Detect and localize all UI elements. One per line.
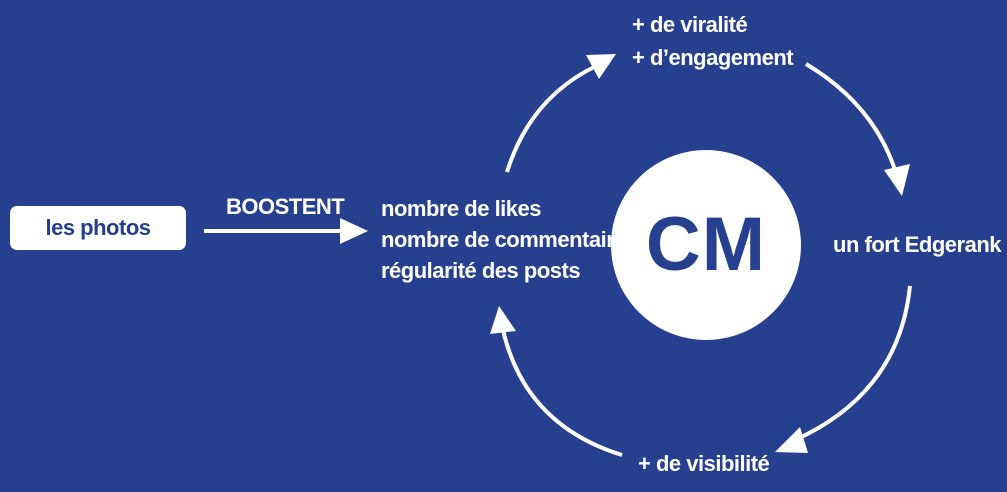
source-label: les photos (45, 215, 151, 240)
arc-arrow-to-edgerank (804, 62, 910, 196)
factor-likes: nombre de likes (381, 196, 542, 221)
factor-regularity: régularité des posts (381, 258, 581, 283)
cm-circle: CM (611, 150, 801, 340)
source-box: les photos (10, 206, 186, 250)
arc-arrow-to-factors (490, 306, 623, 457)
boost-arrow (204, 218, 368, 244)
virality-label: + de viralité (632, 12, 748, 37)
engagement-label: + d’engagement (632, 45, 794, 70)
factor-comments: nombre de commentaires (381, 227, 638, 252)
visibility-label: + de visibilité (638, 451, 770, 476)
cm-label: CM (645, 202, 767, 287)
edgerank-label: un fort Edgerank (833, 232, 1002, 257)
boost-label: BOOSTENT (226, 194, 345, 219)
arc-arrow-to-visibility (775, 285, 912, 453)
arc-arrow-to-virality (505, 54, 616, 173)
